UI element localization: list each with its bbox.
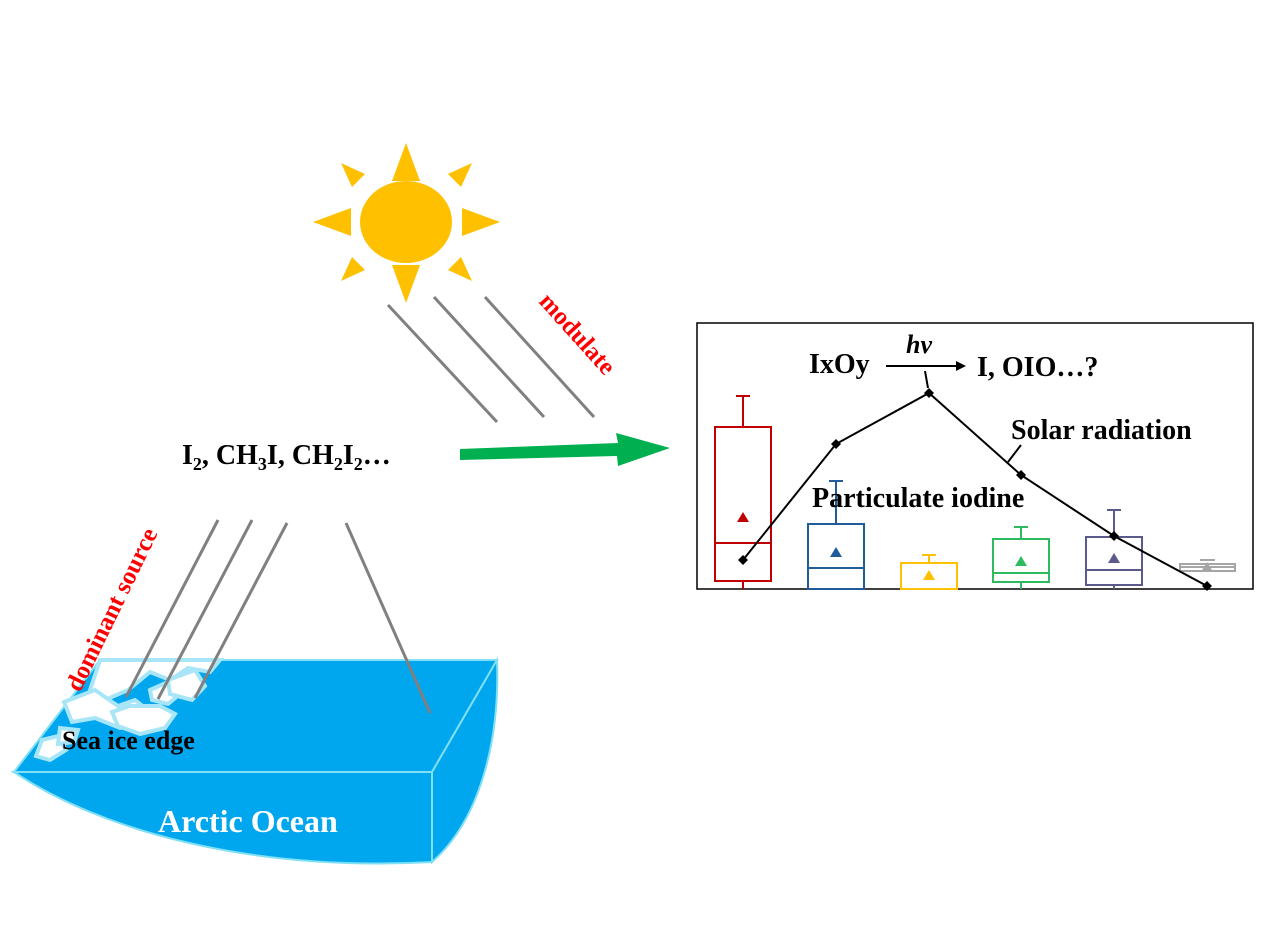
- sun-icon: [313, 143, 500, 303]
- box-grey: [1179, 559, 1236, 572]
- inset-frame: [696, 322, 1254, 590]
- arctic-ocean-label: Arctic Ocean: [158, 803, 338, 839]
- inset-chart: IxOy hv I, OIO…? Solar radiation Particu…: [696, 322, 1254, 591]
- box-green: [992, 526, 1050, 589]
- sea-ice-edge-label: Sea ice edge: [62, 726, 195, 755]
- reaction-pointer: [924, 370, 929, 389]
- emission-lines: [124, 519, 432, 714]
- reactant-label: IxOy: [809, 349, 870, 380]
- iodine-species-label: I2, CH3I, CH2I2…: [182, 440, 391, 474]
- solar-radiation-line: [738, 388, 1212, 591]
- solar-label-pointer: [1007, 444, 1022, 463]
- box-blue: [807, 480, 865, 590]
- solar-radiation-label: Solar radiation: [1011, 415, 1192, 446]
- transport-arrow: [460, 433, 670, 466]
- box-red: [714, 395, 772, 589]
- photon-label: hv: [906, 330, 932, 359]
- box-yellow: [900, 554, 958, 590]
- arctic-ocean-block: [10, 656, 499, 865]
- products-label: I, OIO…?: [977, 352, 1098, 383]
- reaction-arrow: [886, 361, 966, 371]
- particulate-iodine-label: Particulate iodine: [812, 483, 1024, 514]
- sunlight-rays: [386, 295, 596, 424]
